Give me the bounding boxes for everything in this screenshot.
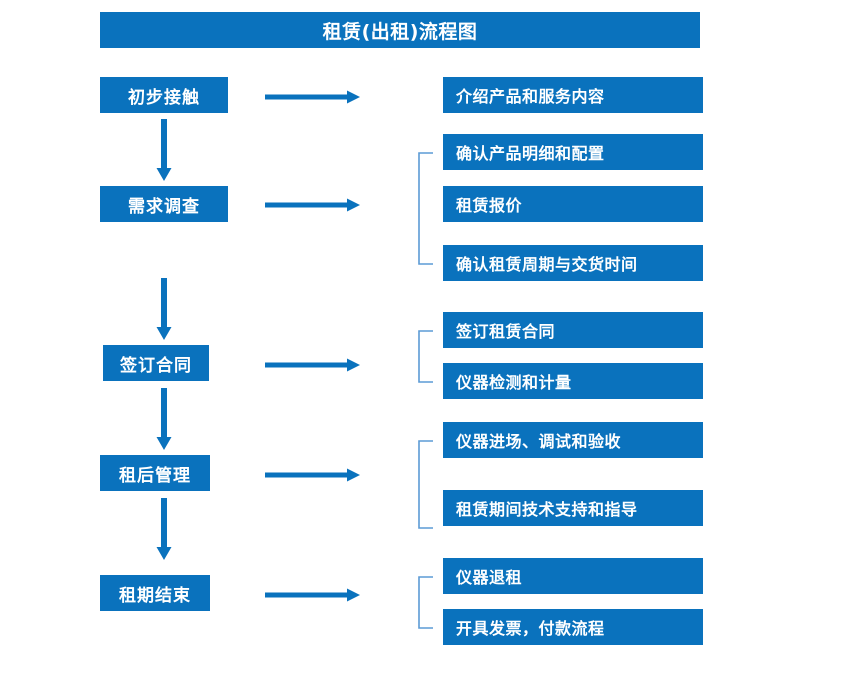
detail-box-group-post-rental-management-2[interactable]: 租赁期间技术支持和指导: [443, 490, 703, 526]
bracket-group-rental-end: [418, 576, 434, 629]
detail-box-group-needs-survey-1[interactable]: 确认产品明细和配置: [443, 134, 703, 170]
detail-box-group-sign-contract-1[interactable]: 签订租赁合同: [443, 312, 703, 348]
arrow-to-group-4: [265, 466, 360, 484]
arrow-stage-1-to-2: [155, 119, 173, 181]
page-title: 租赁(出租)流程图: [100, 12, 700, 48]
arrow-stage-3-to-4: [155, 388, 173, 450]
stage-box-4[interactable]: 租后管理: [100, 455, 210, 491]
arrow-to-group-2: [265, 196, 360, 214]
detail-box-group-rental-end-2[interactable]: 开具发票，付款流程: [443, 609, 703, 645]
stage-box-2[interactable]: 需求调查: [100, 186, 228, 222]
detail-box-group-needs-survey-3[interactable]: 确认租赁周期与交货时间: [443, 245, 703, 281]
detail-box-group-needs-survey-2[interactable]: 租赁报价: [443, 186, 703, 222]
bracket-group-needs-survey: [418, 152, 434, 265]
detail-box-group-post-rental-management-1[interactable]: 仪器进场、调试和验收: [443, 422, 703, 458]
arrow-to-group-5: [265, 586, 360, 604]
stage-box-5[interactable]: 租期结束: [100, 575, 210, 611]
detail-box-group-initial-contact-1[interactable]: 介绍产品和服务内容: [443, 77, 703, 113]
arrow-stage-2-to-3: [155, 278, 173, 340]
stage-box-3[interactable]: 签订合同: [103, 345, 209, 381]
stage-box-1[interactable]: 初步接触: [100, 77, 228, 113]
detail-box-group-sign-contract-2[interactable]: 仪器检测和计量: [443, 363, 703, 399]
bracket-group-sign-contract: [418, 330, 434, 383]
arrow-to-group-3: [265, 356, 360, 374]
arrow-stage-4-to-5: [155, 498, 173, 560]
bracket-group-post-rental-management: [418, 440, 434, 529]
arrow-to-group-1: [265, 88, 360, 106]
detail-box-group-rental-end-1[interactable]: 仪器退租: [443, 558, 703, 594]
